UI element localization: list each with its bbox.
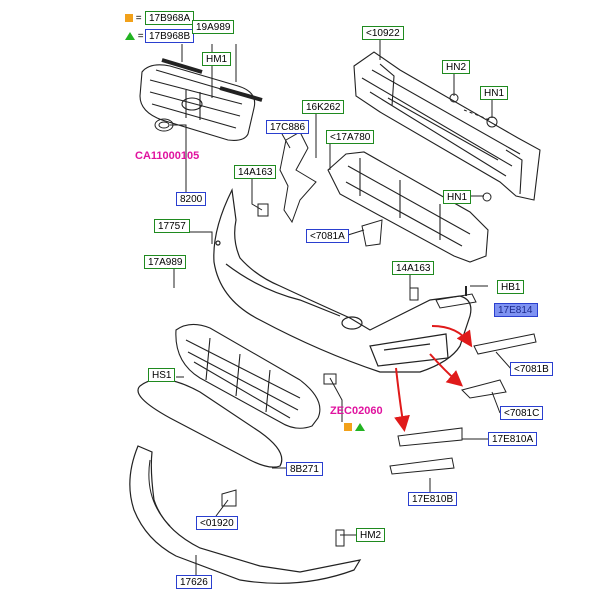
callout-HS1[interactable]: HS1	[148, 368, 176, 382]
callout-16K262[interactable]: 16K262	[302, 100, 345, 114]
bumper-cover-shape	[213, 187, 472, 373]
orange-square-icon	[344, 423, 352, 432]
side-bracket-shape	[279, 131, 317, 224]
callout-CA11000105[interactable]: CA11000105	[135, 150, 200, 162]
legend-part-b[interactable]: 17B968B	[145, 29, 195, 43]
callout-8B271[interactable]: 8B271	[286, 462, 323, 476]
energy-absorber-shape	[327, 151, 489, 263]
callout-HN1-top[interactable]: HN1	[480, 86, 509, 100]
callout-7081B[interactable]: <7081B	[510, 362, 553, 376]
orange-square-icon	[125, 14, 133, 23]
lower-grille-shape	[175, 323, 321, 429]
zec-symbols	[344, 422, 365, 433]
callout-HN1-bottom[interactable]: HN1	[443, 190, 472, 204]
callout-17A989[interactable]: 17A989	[144, 255, 187, 269]
callout-HN2[interactable]: HN2	[442, 60, 471, 74]
callout-17E810A[interactable]: 17E810A	[488, 432, 538, 446]
callout-HB1[interactable]: HB1	[497, 280, 525, 294]
callout-8200[interactable]: 8200	[176, 192, 207, 206]
callout-17C886[interactable]: 17C886	[266, 120, 310, 134]
upper-grille-shape	[139, 64, 256, 141]
reinforcement-beam-shape	[353, 51, 541, 201]
callout-HM1[interactable]: HM1	[202, 52, 232, 66]
callout-01920[interactable]: <01920	[196, 516, 238, 530]
callout-14A163-bottom[interactable]: 14A163	[392, 261, 435, 275]
callout-17A780[interactable]: <17A780	[326, 130, 375, 144]
red-arrow-b	[431, 325, 473, 348]
red-arrow-a	[394, 367, 410, 432]
callout-19A989[interactable]: 19A989	[192, 20, 235, 34]
legend-part-a[interactable]: 17B968A	[145, 11, 195, 25]
callout-10922[interactable]: <10922	[362, 26, 404, 40]
strip-a-shape	[397, 427, 463, 447]
red-arrow-c	[429, 353, 464, 387]
legend-equals: =	[137, 31, 144, 42]
trim-strip-shape	[161, 58, 203, 74]
callout-7081A[interactable]: <7081A	[306, 229, 349, 243]
callout-7081C[interactable]: <7081C	[500, 406, 544, 420]
green-triangle-icon	[125, 32, 135, 41]
strip-b-shape	[389, 457, 455, 475]
bezel-b-shape	[473, 333, 537, 355]
legend-row-triangle: =	[125, 31, 144, 42]
callout-17757[interactable]: 17757	[154, 219, 190, 233]
badge-shape	[154, 118, 174, 132]
green-triangle-icon	[354, 423, 365, 432]
callout-17E810B[interactable]: 17E810B	[408, 492, 458, 506]
callout-14A163-top[interactable]: 14A163	[234, 165, 277, 179]
grille-surround-shape	[137, 378, 283, 468]
legend-row-square: =	[125, 13, 142, 24]
bezel-c-shape	[461, 379, 507, 399]
callout-HM2[interactable]: HM2	[356, 528, 386, 542]
legend-equals: =	[135, 13, 142, 24]
callout-ZEC02060[interactable]: ZEC02060	[330, 405, 383, 417]
callout-17E814[interactable]: 17E814	[494, 303, 538, 317]
lower-spoiler-shape	[129, 445, 362, 584]
callout-17626[interactable]: 17626	[176, 575, 212, 589]
